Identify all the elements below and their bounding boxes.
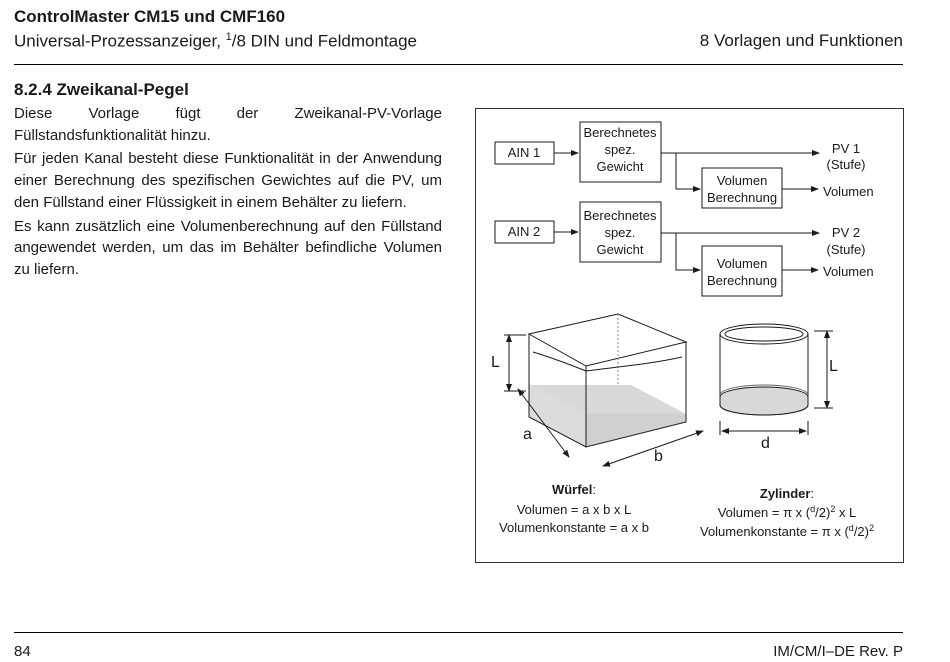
dim-label-L-cyl: L <box>829 358 838 375</box>
dim-label-a: a <box>523 426 532 443</box>
dim-label-d: d <box>761 435 770 452</box>
footer-rule <box>14 632 903 633</box>
calc2-box <box>579 201 662 263</box>
vol1-output: Volumen <box>823 184 874 199</box>
cube-title: Würfel: <box>552 482 596 497</box>
vol2-line1: Volumen <box>717 256 768 271</box>
calc1-line2: spez. <box>604 142 635 157</box>
calc2-line2: spez. <box>604 225 635 240</box>
dim-label-L: L <box>491 354 500 371</box>
header-subtitle: Universal-Prozessanzeiger, 1/8 DIN und F… <box>14 31 417 52</box>
cylinder-formula-constant: Volumenkonstante = π x (d/2)2 <box>700 523 874 539</box>
subtitle-frac: /8 DIN und Feldmontage <box>231 31 417 51</box>
figure-frame: AIN 1 Berechnetes spez. Gewicht Volumen … <box>475 108 904 563</box>
vol1-box <box>701 167 783 209</box>
vol1-line2: Berechnung <box>707 190 777 205</box>
header-section: 8 Vorlagen und Funktionen <box>699 31 903 50</box>
channel-2-flow <box>494 201 820 297</box>
document-id: IM/CM/I–DE Rev. P <box>773 643 903 660</box>
pv2-label: PV 2 <box>832 225 860 240</box>
vol2-line2: Berechnung <box>707 273 777 288</box>
calc1-box <box>579 121 662 183</box>
paragraph: Für jeden Kanal besteht diese Funktional… <box>14 150 442 211</box>
calc2-line3: Gewicht <box>597 242 644 257</box>
body-text: Diese Vorlage fügt der Zweikanal-PV-Vorl… <box>14 103 442 283</box>
cube-drawing <box>504 313 704 467</box>
cylinder-drawing <box>719 323 833 435</box>
ain1-label: AIN 1 <box>508 145 541 160</box>
paragraph: Es kann zusätzlich eine Volumenberechnun… <box>14 217 442 278</box>
cylinder-formula-volume: Volumen = π x (d/2)2 x L <box>718 504 857 520</box>
dim-label-b: b <box>654 448 663 465</box>
vol2-box <box>701 245 783 297</box>
figure-diagram: AIN 1 Berechnetes spez. Gewicht Volumen … <box>491 121 874 539</box>
vol1-line1: Volumen <box>717 173 768 188</box>
pv1-label: PV 1 <box>832 141 860 156</box>
pv2-stufe: (Stufe) <box>826 242 865 257</box>
cube-formula-constant: Volumenkonstante = a x b <box>499 520 649 535</box>
cylinder-title: Zylinder: <box>760 486 814 501</box>
calc1-line3: Gewicht <box>597 159 644 174</box>
subtitle-sup: 1 <box>225 31 232 43</box>
section-heading: 8.2.4 Zweikanal-Pegel <box>14 80 189 99</box>
header-rule <box>14 64 903 65</box>
pv1-stufe: (Stufe) <box>826 157 865 172</box>
paragraph: Diese Vorlage fügt der Zweikanal-PV-Vorl… <box>14 105 442 144</box>
vol2-output: Volumen <box>823 264 874 279</box>
channel-1-flow <box>494 121 820 209</box>
cube-liquid-line <box>532 351 683 372</box>
connector <box>675 233 701 273</box>
cylinder-top <box>719 323 809 345</box>
dim-line-a <box>517 388 570 458</box>
header-title: ControlMaster CM15 und CMF160 <box>14 7 286 26</box>
calc2-line1: Berechnetes <box>584 208 657 223</box>
page-number: 84 <box>14 643 31 660</box>
dim-line-b <box>602 430 704 467</box>
cylinder-liquid <box>719 386 809 416</box>
connector <box>675 153 701 192</box>
calc1-line1: Berechnetes <box>584 125 657 140</box>
subtitle-text: Universal-Prozessanzeiger, <box>14 31 226 51</box>
cube-formula-volume: Volumen = a x b x L <box>517 502 632 517</box>
ain2-label: AIN 2 <box>508 224 541 239</box>
